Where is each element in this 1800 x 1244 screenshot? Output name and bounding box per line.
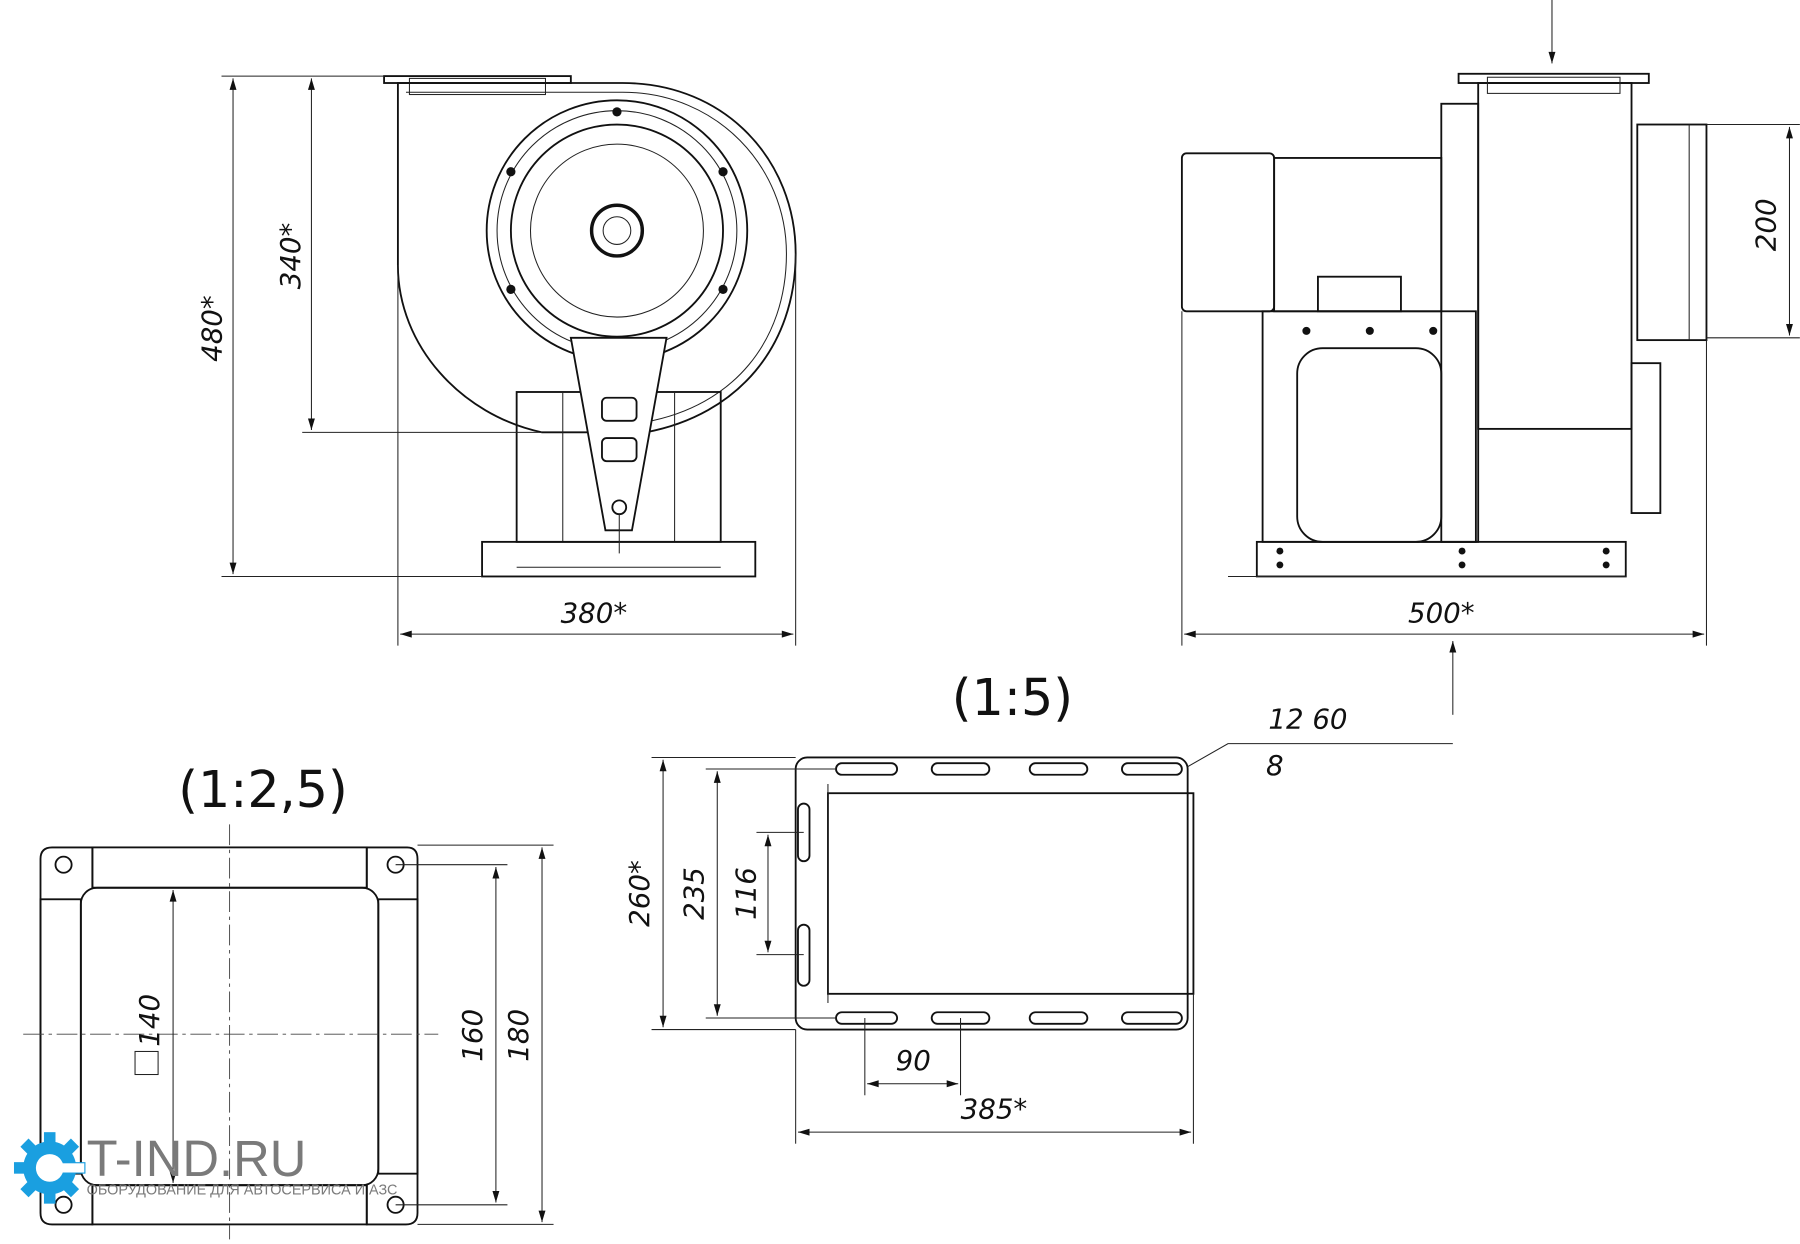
dim-slot-spacing-depth: 235 (677, 867, 710, 920)
logo: T-IND.RU ОБОРУДОВАНИЕ ДЛЯ АВТОСЕРВИСА И … (13, 1130, 398, 1204)
slot-note-top: 12 60 (1268, 703, 1347, 736)
dim-width: 380* (561, 597, 628, 630)
dim-slot-pitch: 90 (896, 1044, 931, 1077)
dim-hole-spacing: 160 (456, 1009, 489, 1062)
dim-side-slot-spacing: 116 (729, 867, 762, 920)
scale-label-base: (1:5) (952, 668, 1073, 727)
slot-note-bottom: 8 (1266, 749, 1284, 782)
gear-wrench-icon (13, 1132, 86, 1204)
front-view: 480* 340* 380* (196, 75, 797, 646)
dim-height-total: 480* (196, 295, 229, 362)
dim-base-length: 385* (961, 1092, 1028, 1125)
side-view: 500* 200 (1180, 0, 1800, 715)
bottom-slots (835, 1011, 1183, 1025)
dim-length: 500* (1408, 597, 1475, 630)
dim-flange-size: 180 (502, 1009, 535, 1062)
dim-opening: 140 (133, 994, 166, 1047)
logo-tagline: ОБОРУДОВАНИЕ ДЛЯ АВТОСЕРВИСА И АЗС (87, 1182, 398, 1198)
top-slots (835, 762, 1183, 776)
base-plan-view: (1:5) 260* (623, 668, 1453, 1144)
dim-depth-total: 260* (623, 860, 656, 927)
dim-axis-height: 340* (274, 223, 307, 290)
dim-outlet: 200 (1750, 198, 1783, 251)
flange-view: (1:2,5) 140 160 180 (23, 760, 554, 1240)
logo-text: T-IND.RU (87, 1130, 307, 1187)
scale-label-flange: (1:2,5) (178, 760, 348, 819)
